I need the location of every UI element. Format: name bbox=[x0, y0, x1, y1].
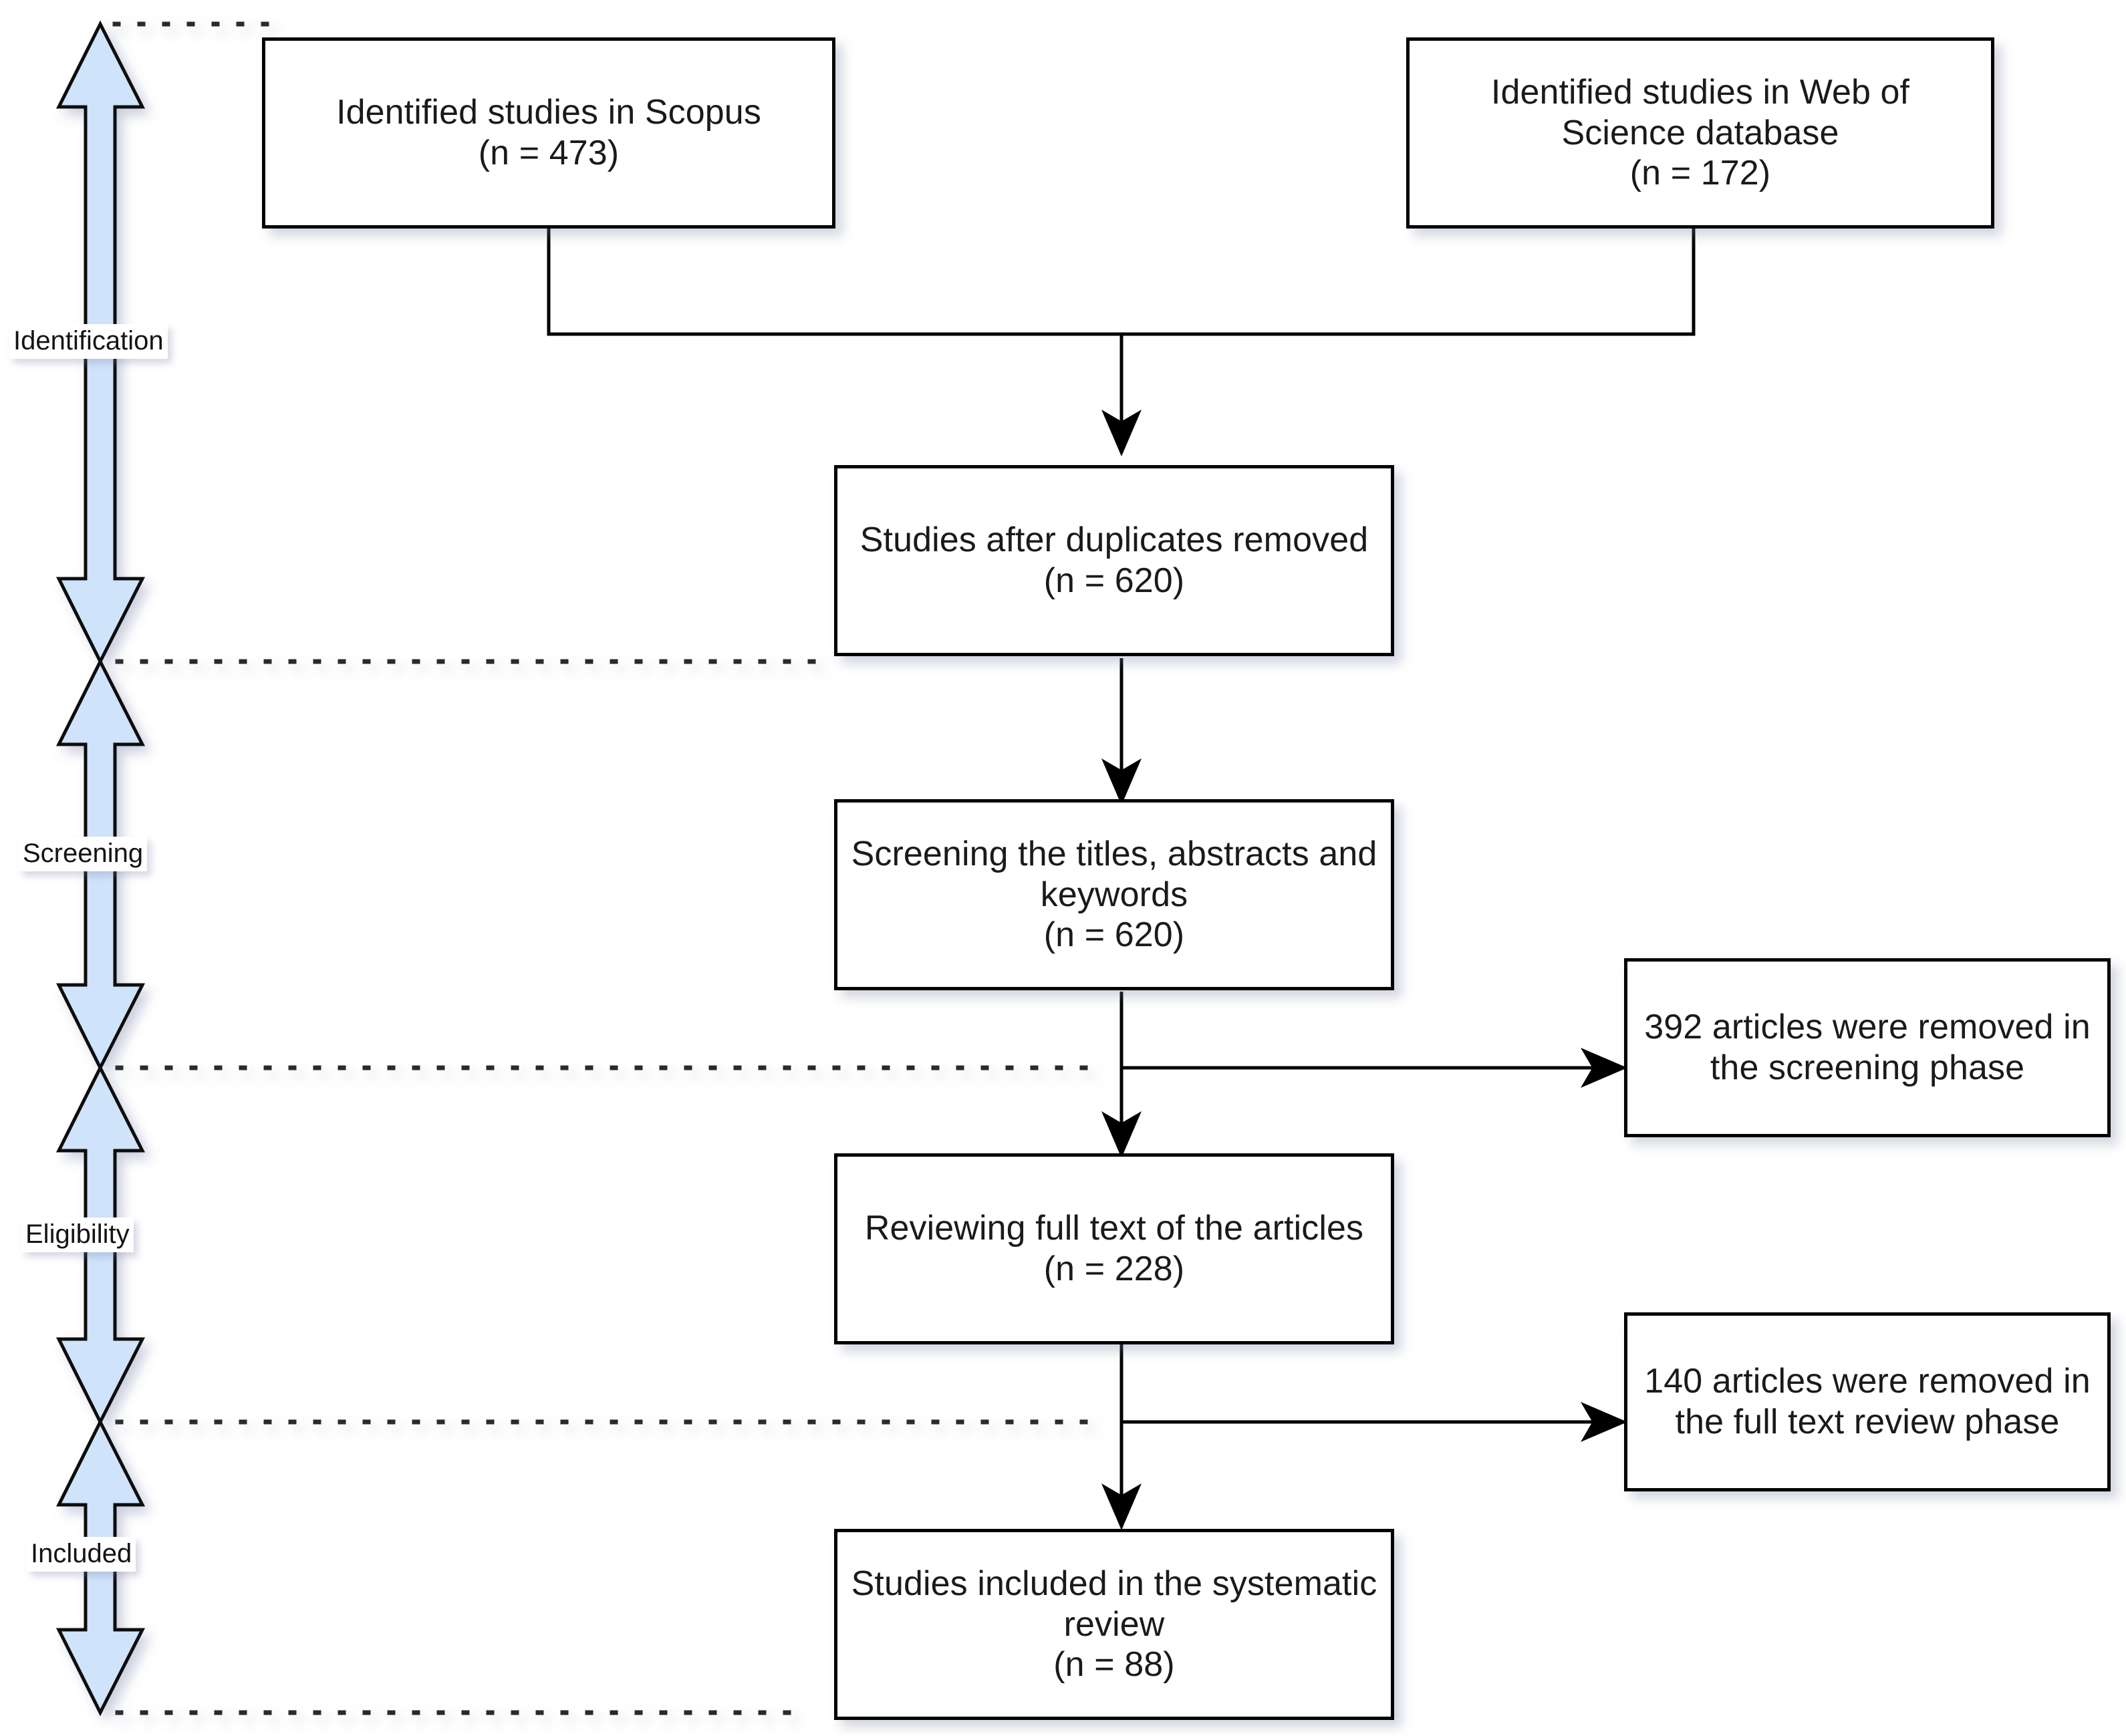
phase-label-screening: Screening bbox=[19, 837, 148, 871]
phase-label-identification: Identification bbox=[9, 324, 168, 359]
connector-sources-to-duplicates bbox=[547, 227, 1696, 456]
box-reviewing-full-text-text: Reviewing full text of the articles (n =… bbox=[864, 1209, 1364, 1288]
box-studies-included-systematic-review-text: Studies included in the systematic revie… bbox=[851, 1564, 1377, 1685]
box-identified-studies-web-of-science-text: Identified studies in Web of Science dat… bbox=[1490, 72, 1910, 193]
box-screening-titles-abstracts-keywords: Screening the titles, abstracts and keyw… bbox=[834, 799, 1394, 990]
box-identified-studies-web-of-science: Identified studies in Web of Science dat… bbox=[1406, 37, 1994, 229]
box-screening-titles-abstracts-keywords-text: Screening the titles, abstracts and keyw… bbox=[851, 834, 1377, 955]
phase-label-included: Included bbox=[27, 1537, 136, 1572]
box-articles-removed-screening-phase-text: 392 articles were removed in the screeni… bbox=[1644, 1008, 2091, 1087]
box-reviewing-full-text: Reviewing full text of the articles (n =… bbox=[834, 1153, 1394, 1344]
box-identified-studies-scopus-text: Identified studies in Scopus (n = 473) bbox=[336, 93, 761, 172]
box-articles-removed-screening-phase: 392 articles were removed in the screeni… bbox=[1624, 958, 2111, 1137]
box-articles-removed-full-text-phase-text: 140 articles were removed in the full te… bbox=[1644, 1362, 2091, 1441]
box-studies-after-duplicates-removed-text: Studies after duplicates removed (n = 62… bbox=[859, 521, 1369, 600]
box-studies-included-systematic-review: Studies included in the systematic revie… bbox=[834, 1529, 1394, 1720]
phase-separator-dotted-lines bbox=[112, 21, 1105, 1715]
box-identified-studies-scopus: Identified studies in Scopus (n = 473) bbox=[262, 37, 835, 229]
phase-label-eligibility: Eligibility bbox=[21, 1217, 134, 1252]
box-articles-removed-full-text-phase: 140 articles were removed in the full te… bbox=[1624, 1312, 2111, 1491]
box-studies-after-duplicates-removed: Studies after duplicates removed (n = 62… bbox=[834, 465, 1394, 656]
